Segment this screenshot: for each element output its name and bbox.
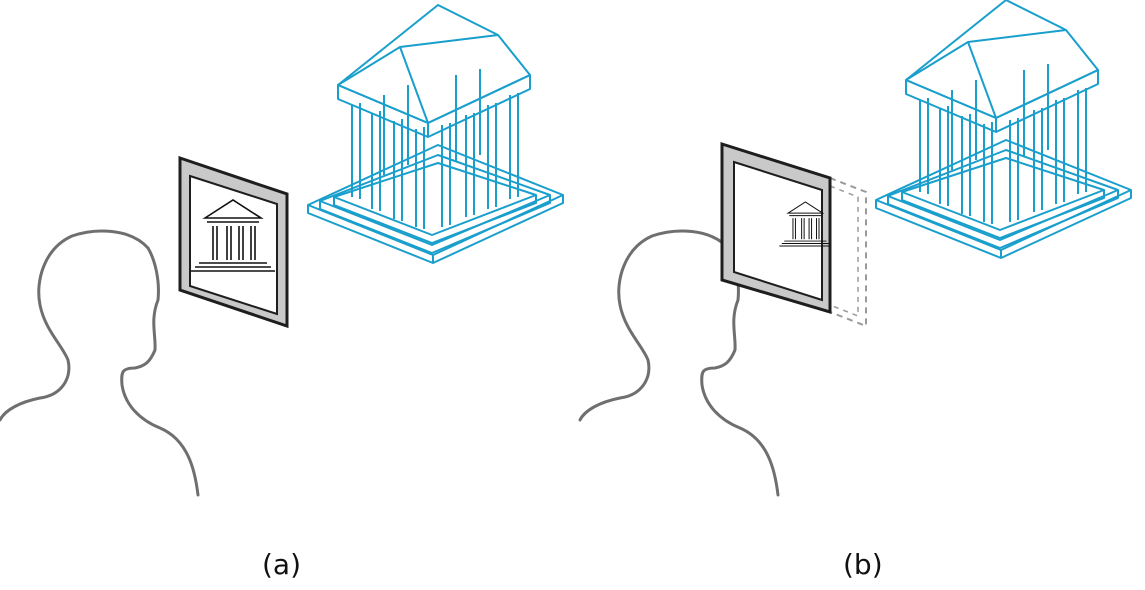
panel-b [578, 0, 1132, 497]
ghost-frame-outline [829, 176, 867, 328]
temple-building-b [875, 0, 1132, 259]
panel-a-caption: (a) [262, 548, 302, 581]
panel-b-caption: (b) [843, 548, 883, 581]
picture-frame-a [178, 155, 289, 329]
picture-frame-b [720, 141, 832, 315]
temple-building-a [307, 4, 564, 264]
panel-a [0, 4, 564, 497]
viewer-head-silhouette [0, 229, 200, 497]
ghost-frame-inner [829, 184, 859, 318]
